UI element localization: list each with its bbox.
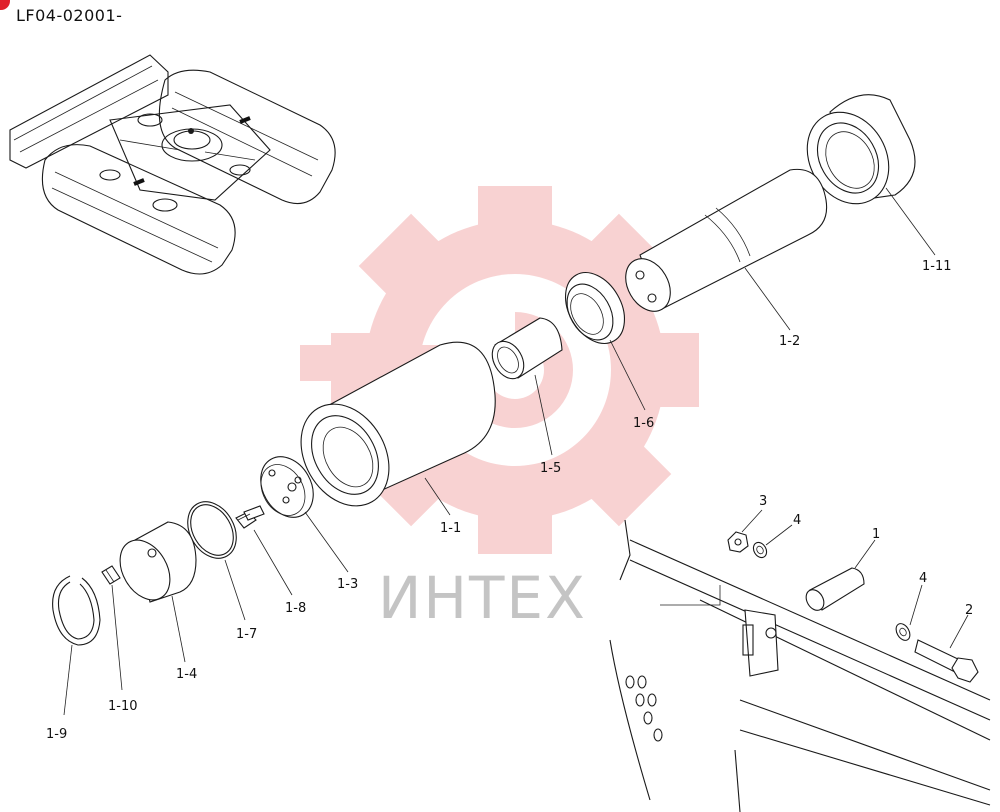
label-1-10: 1-10 (108, 699, 138, 714)
label-1-2: 1-2 (779, 334, 800, 349)
label-1-11: 1-11 (922, 259, 952, 274)
leader-1-4 (171, 595, 186, 663)
leader-1-7 (224, 559, 246, 621)
part-1-11-ring (806, 94, 916, 205)
label-2: 2 (965, 603, 973, 618)
label-1: 1 (872, 527, 880, 542)
part-2-bolt (914, 639, 979, 683)
leader-3 (741, 509, 763, 533)
part-1-8-bolt (235, 505, 265, 529)
leader-1-9 (63, 644, 73, 716)
leader-1-5 (534, 374, 553, 456)
label-3: 3 (759, 494, 767, 509)
leader-1-3 (304, 511, 349, 573)
leader-1-8 (253, 529, 293, 596)
frame-section (609, 519, 991, 812)
part-1-10-plug (101, 565, 121, 585)
leader-1 (854, 539, 876, 569)
part-1-1-roller (300, 341, 496, 507)
part-1-4-cap (119, 521, 197, 603)
label-1-8: 1-8 (285, 601, 306, 616)
diagram-code: LF04-02001- (16, 6, 123, 25)
leader-4-upper (765, 524, 793, 546)
excavator-overview (9, 54, 336, 275)
leader-1-2 (744, 267, 791, 331)
part-1-9-snap-ring (52, 575, 101, 646)
leader-2 (949, 614, 969, 649)
label-1-3: 1-3 (337, 577, 358, 592)
label-4-upper: 4 (793, 513, 801, 528)
watermark-text: ИНТЕХ (378, 564, 587, 632)
part-1-5-bushing (491, 317, 563, 380)
label-1-5: 1-5 (540, 461, 561, 476)
part-1-2-shaft (625, 168, 828, 312)
part-1-6-seal (564, 272, 626, 344)
label-4-lower: 4 (919, 571, 927, 586)
part-4-washer-lower (895, 623, 911, 641)
corner-badge (0, 0, 10, 10)
part-1-pin (805, 567, 865, 611)
leader-1-6 (609, 339, 646, 411)
label-1-1: 1-1 (440, 521, 461, 536)
label-1-6: 1-6 (633, 416, 654, 431)
leader-1-1 (424, 477, 451, 516)
part-4-washer-upper (752, 541, 768, 559)
part-1-3-plate (260, 456, 314, 518)
leader-1-11 (885, 187, 936, 256)
part-3-nut (727, 531, 749, 553)
label-1-7: 1-7 (236, 627, 257, 642)
label-1-9: 1-9 (46, 727, 67, 742)
leader-4-lower (909, 584, 923, 626)
leader-1-10 (111, 584, 123, 691)
label-1-4: 1-4 (176, 667, 197, 682)
